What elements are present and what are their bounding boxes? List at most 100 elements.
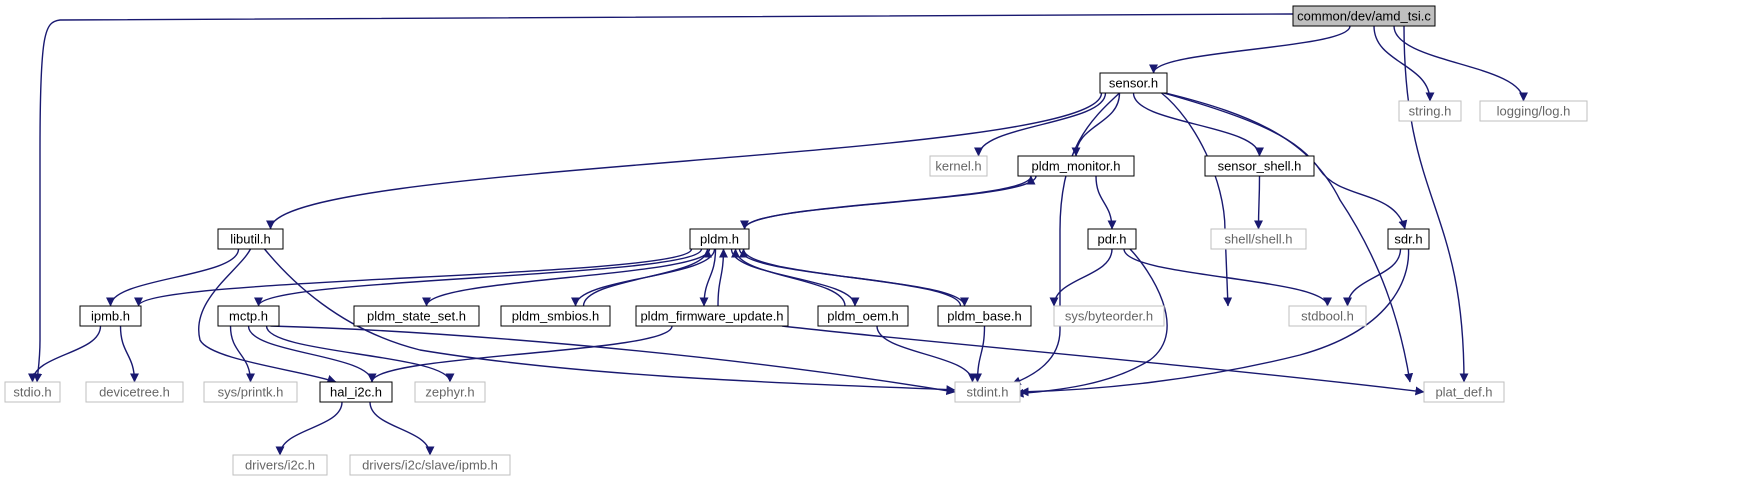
node-box-kernel [929,155,988,177]
node-label-pldm_state_set: pldm_state_set.h [367,309,466,324]
edge-pdr-to-stdbool [1123,248,1332,307]
edge-sensor-to-stdint [1011,92,1120,386]
edge-mctp-to-zephyr [265,325,455,383]
node-pdr[interactable]: pdr.h [1087,228,1137,250]
node-sensor[interactable]: sensor.h [1099,72,1168,94]
node-pldm_monitor[interactable]: pldm_monitor.h [1017,155,1135,177]
node-label-shell: shell/shell.h [1225,232,1293,247]
node-label-pldm_smbios: pldm_smbios.h [512,309,599,324]
edge-pldm_fw-to-plat_def [781,325,1425,396]
edge-sensor-to-sensor_shell [1132,92,1264,157]
node-label-zephyr: zephyr.h [425,385,474,400]
edge-ipmb-to-devicetree [119,325,139,383]
node-pldm_base[interactable]: pldm_base.h [937,305,1032,327]
edge-pldm-to-pldm_fw [699,248,717,307]
node-box-pldm_oem [817,305,909,327]
node-box-stdint [954,381,1021,403]
node-box-zephyr [414,381,486,403]
node-label-plat_def: plat_def.h [1435,385,1492,400]
node-box-mctp [217,305,280,327]
edge-pldm_base-to-pldm [739,248,962,307]
node-box-pldm_state_set [353,305,480,327]
node-plat_def: plat_def.h [1423,381,1505,403]
node-box-amd_tsi [1292,5,1436,27]
edge-sensor-to-stdbool [1161,92,1233,307]
node-pldm_state_set[interactable]: pldm_state_set.h [353,305,480,327]
node-hal_i2c[interactable]: hal_i2c.h [319,381,393,403]
node-box-pdr [1087,228,1137,250]
node-ipmb[interactable]: ipmb.h [79,305,142,327]
node-kernel: kernel.h [929,155,988,177]
node-label-stdbool: stdbool.h [1301,309,1354,324]
node-pldm[interactable]: pldm.h [689,228,750,250]
node-box-pldm_monitor [1017,155,1135,177]
node-mctp[interactable]: mctp.h [217,305,280,327]
node-box-plat_def [1423,381,1505,403]
edge-libutil-to-hal_i2c [197,248,337,384]
edge-mctp-to-printk [229,325,255,383]
edge-pldm_oem-to-stdint [876,325,977,383]
node-amd_tsi[interactable]: common/dev/amd_tsi.c [1292,5,1436,27]
edge-sensor-to-kernel [974,92,1107,157]
node-sensor_shell[interactable]: sensor_shell.h [1204,155,1315,177]
node-label-sdr: sdr.h [1394,232,1422,247]
node-label-pldm: pldm.h [700,232,739,247]
node-label-printk: sys/printk.h [218,385,284,400]
node-box-libutil [217,228,284,250]
node-box-pldm_fw [635,305,789,327]
node-label-ipmb: ipmb.h [91,309,130,324]
edge-sensor-to-libutil [266,92,1103,230]
edge-hal_i2c-to-drivers_ipmb [369,401,435,456]
edge-sdr-to-stdint [1019,248,1410,397]
node-box-shell [1210,228,1307,250]
node-box-drivers_ipmb [349,454,511,476]
node-label-sensor_shell: sensor_shell.h [1218,159,1302,174]
node-label-libutil: libutil.h [230,232,270,247]
node-box-byteorder [1053,305,1165,327]
node-label-devicetree: devicetree.h [99,385,170,400]
node-sdr[interactable]: sdr.h [1387,228,1430,250]
node-label-logging: logging/log.h [1497,104,1571,119]
node-label-pldm_fw: pldm_firmware_update.h [640,309,783,324]
node-pldm_fw[interactable]: pldm_firmware_update.h [635,305,789,327]
edge-mctp-to-hal_i2c [247,325,377,383]
node-pldm_smbios[interactable]: pldm_smbios.h [500,305,611,327]
node-box-pldm_base [937,305,1032,327]
node-label-amd_tsi: common/dev/amd_tsi.c [1297,9,1431,24]
edge-hal_i2c-to-drivers_i2c [275,401,343,456]
node-box-logging [1479,100,1588,122]
node-box-string [1398,100,1462,122]
node-label-pldm_monitor: pldm_monitor.h [1032,159,1121,174]
edge-pldm_fw-to-hal_i2c [367,325,673,383]
edge-pldm_oem-to-pldm [731,248,846,307]
edge-pldm-to-pldm_oem [730,248,860,307]
node-devicetree: devicetree.h [85,381,184,403]
edge-sdr-to-stdbool [1343,248,1402,307]
node-stdbool: stdbool.h [1288,305,1367,327]
node-box-sensor [1099,72,1168,94]
node-label-pldm_oem: pldm_oem.h [827,309,899,324]
node-label-drivers_i2c: drivers/i2c.h [245,458,315,473]
node-pldm_oem[interactable]: pldm_oem.h [817,305,909,327]
node-zephyr: zephyr.h [414,381,486,403]
edge-mctp-to-stdint [270,325,956,396]
node-shell: shell/shell.h [1210,228,1307,250]
node-label-pdr: pdr.h [1098,232,1127,247]
node-label-stdio: stdio.h [13,385,51,400]
node-libutil[interactable]: libutil.h [217,228,284,250]
node-string: string.h [1398,100,1462,122]
edge-pdr-to-stdint [1014,248,1168,398]
node-label-mctp: mctp.h [229,309,268,324]
edge-ipmb-to-stdio [28,325,102,383]
node-drivers_ipmb: drivers/i2c/slave/ipmb.h [349,454,511,476]
edge-sensor-to-plat_def [1165,92,1414,383]
node-printk: sys/printk.h [203,381,298,403]
edge-pldm-to-mctp [254,248,703,307]
node-logging: logging/log.h [1479,100,1588,122]
node-box-sensor_shell [1204,155,1315,177]
node-label-hal_i2c: hal_i2c.h [330,385,382,400]
edge-amd_tsi-to-string [1373,25,1435,102]
node-label-sensor: sensor.h [1109,76,1158,91]
node-box-stdbool [1288,305,1367,327]
